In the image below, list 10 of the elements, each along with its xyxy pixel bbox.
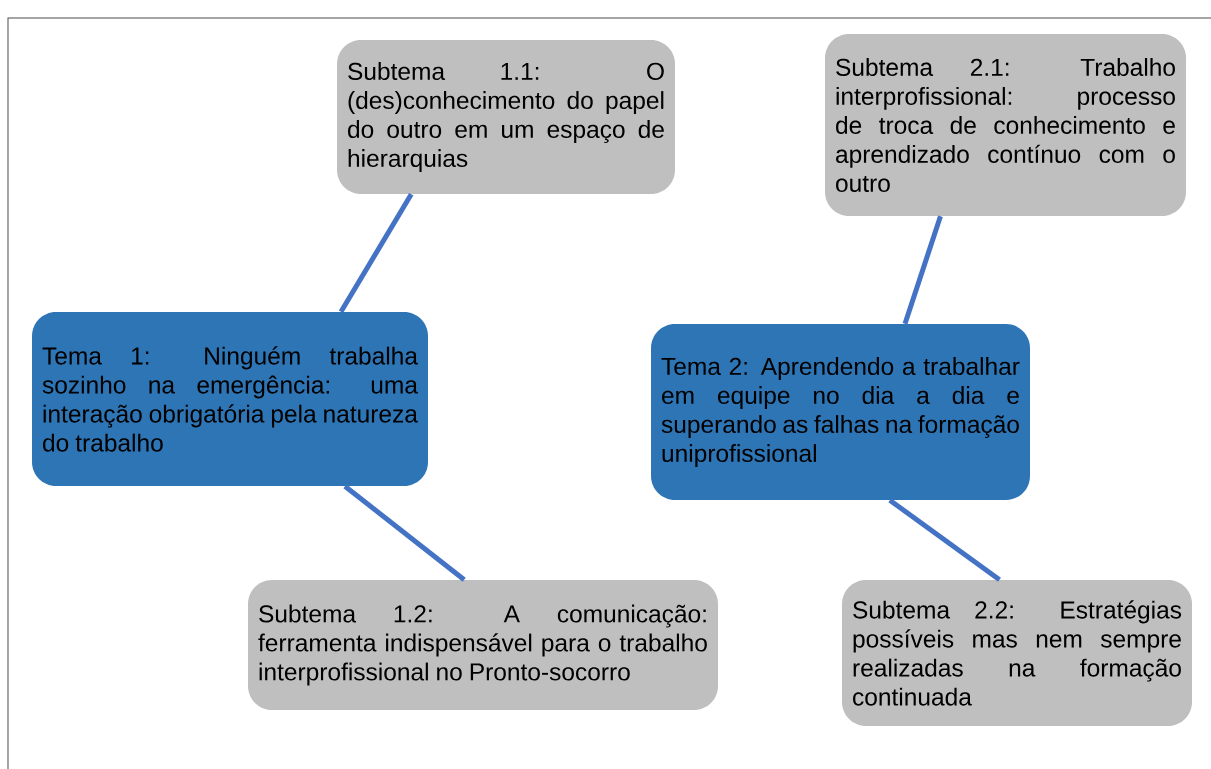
- subtheme-box: Subtema 1.1: O (des)conhecimento do papel do outro em um espaço de hierarquias: [337, 40, 675, 194]
- connector-line: [888, 498, 1001, 582]
- subtheme-box: Subtema 1.2: A comunicação: ferramenta indispensável para o trabalho interprofissional no Pronto-socorro: [248, 580, 718, 710]
- subtheme-box: Subtema 2.2: Estratégias possíveis mas nem sempre realizadas na formação continuada: [842, 580, 1192, 726]
- connector-line: [338, 192, 414, 314]
- subtheme-box: Subtema 2.1: Trabalho interprofissional: processo de troca de conhecimento e aprendizado contínuo com o outro: [825, 34, 1186, 216]
- theme-box: Tema 1: Ninguém trabalha sozinho na emergência: uma interação obrigatória pela natureza do trabalho: [32, 312, 428, 486]
- connector-line: [343, 484, 466, 582]
- theme-box: Tema 2: Aprendendo a trabalhar em equipe no dia a dia e superando as falhas na formação uniprofissional: [651, 324, 1030, 500]
- connector-line: [902, 215, 943, 325]
